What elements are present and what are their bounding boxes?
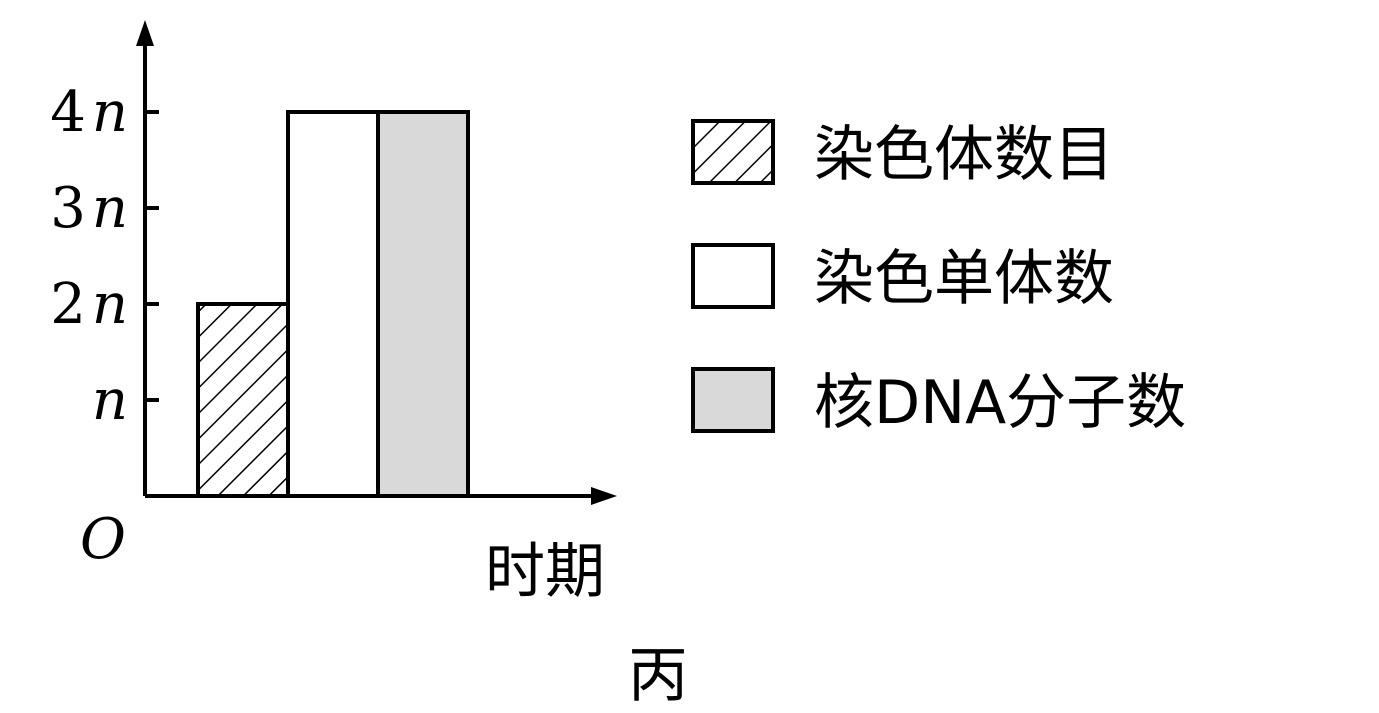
legend-swatch: [691, 243, 775, 309]
y-axis-arrow: [136, 20, 154, 46]
y-tick-label: n: [92, 368, 128, 433]
y-tick-var: n: [92, 272, 128, 337]
legend-swatch: [691, 119, 775, 185]
x-axis-arrow: [591, 487, 617, 505]
legend-label: 染色单体数: [814, 244, 1114, 314]
legend-label: 核DNA分子数: [814, 368, 1186, 438]
y-tick-coef: 3: [50, 176, 86, 241]
y-tick-coef: 4: [50, 80, 86, 145]
bars: [196, 110, 470, 498]
y-tick-var: n: [92, 368, 128, 433]
x-axis-label: 时期: [485, 537, 605, 607]
origin-label: O: [80, 507, 126, 572]
y-tick-var: n: [92, 176, 128, 241]
y-tick-var: n: [92, 80, 128, 145]
legend-swatch: [691, 367, 775, 433]
bar-series-2: [286, 110, 380, 498]
bar-series-3: [376, 110, 470, 498]
legend-label: 染色体数目: [814, 120, 1114, 190]
bar-series-1: [196, 302, 290, 498]
y-tick-coef: 2: [50, 272, 86, 337]
figure-caption: 丙: [628, 641, 688, 711]
